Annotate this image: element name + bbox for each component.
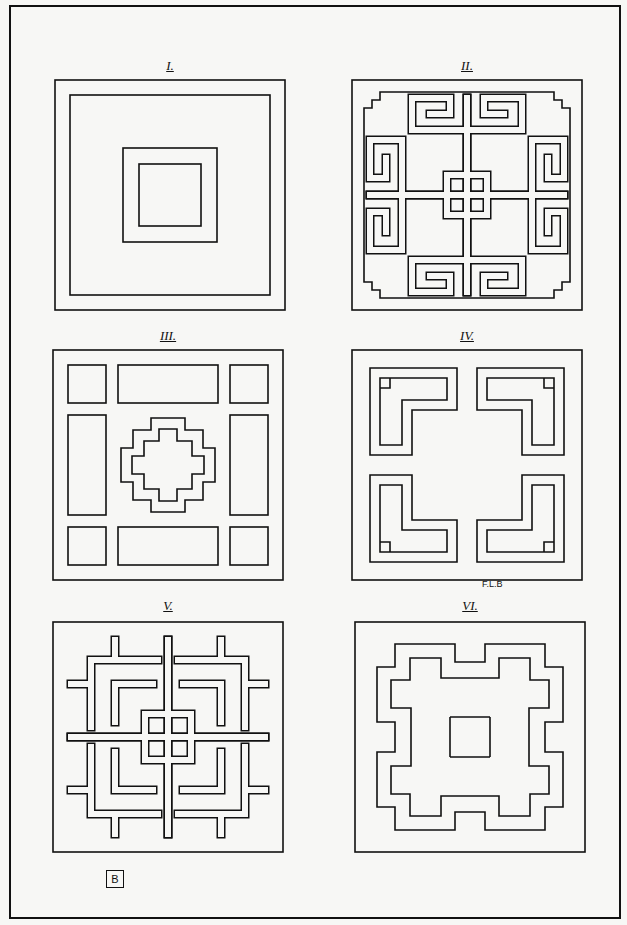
pattern-panel: V. [53,598,283,852]
pattern-panel: II. [352,58,582,310]
panel-numeral: V. [53,598,283,614]
panel-numeral: III. [53,328,283,344]
pattern-five [53,622,283,852]
pattern-four [352,350,582,580]
panel-numeral: II. [352,58,582,74]
pattern-panel: I. [55,58,285,310]
pattern-panel: IV. [352,328,582,580]
pattern-one [55,80,285,310]
plate-letter-box: B [106,870,124,888]
pattern-two [352,80,582,310]
panel-numeral: I. [55,58,285,74]
pattern-three [53,350,283,580]
pattern-panel: III. [53,328,283,580]
pattern-six [355,622,585,852]
pattern-panel: VI. [355,598,585,852]
panel-numeral: VI. [355,598,585,614]
plate-letter: B [111,874,118,885]
artist-initials: F.L.B [482,579,503,589]
panel-numeral: IV. [352,328,582,344]
